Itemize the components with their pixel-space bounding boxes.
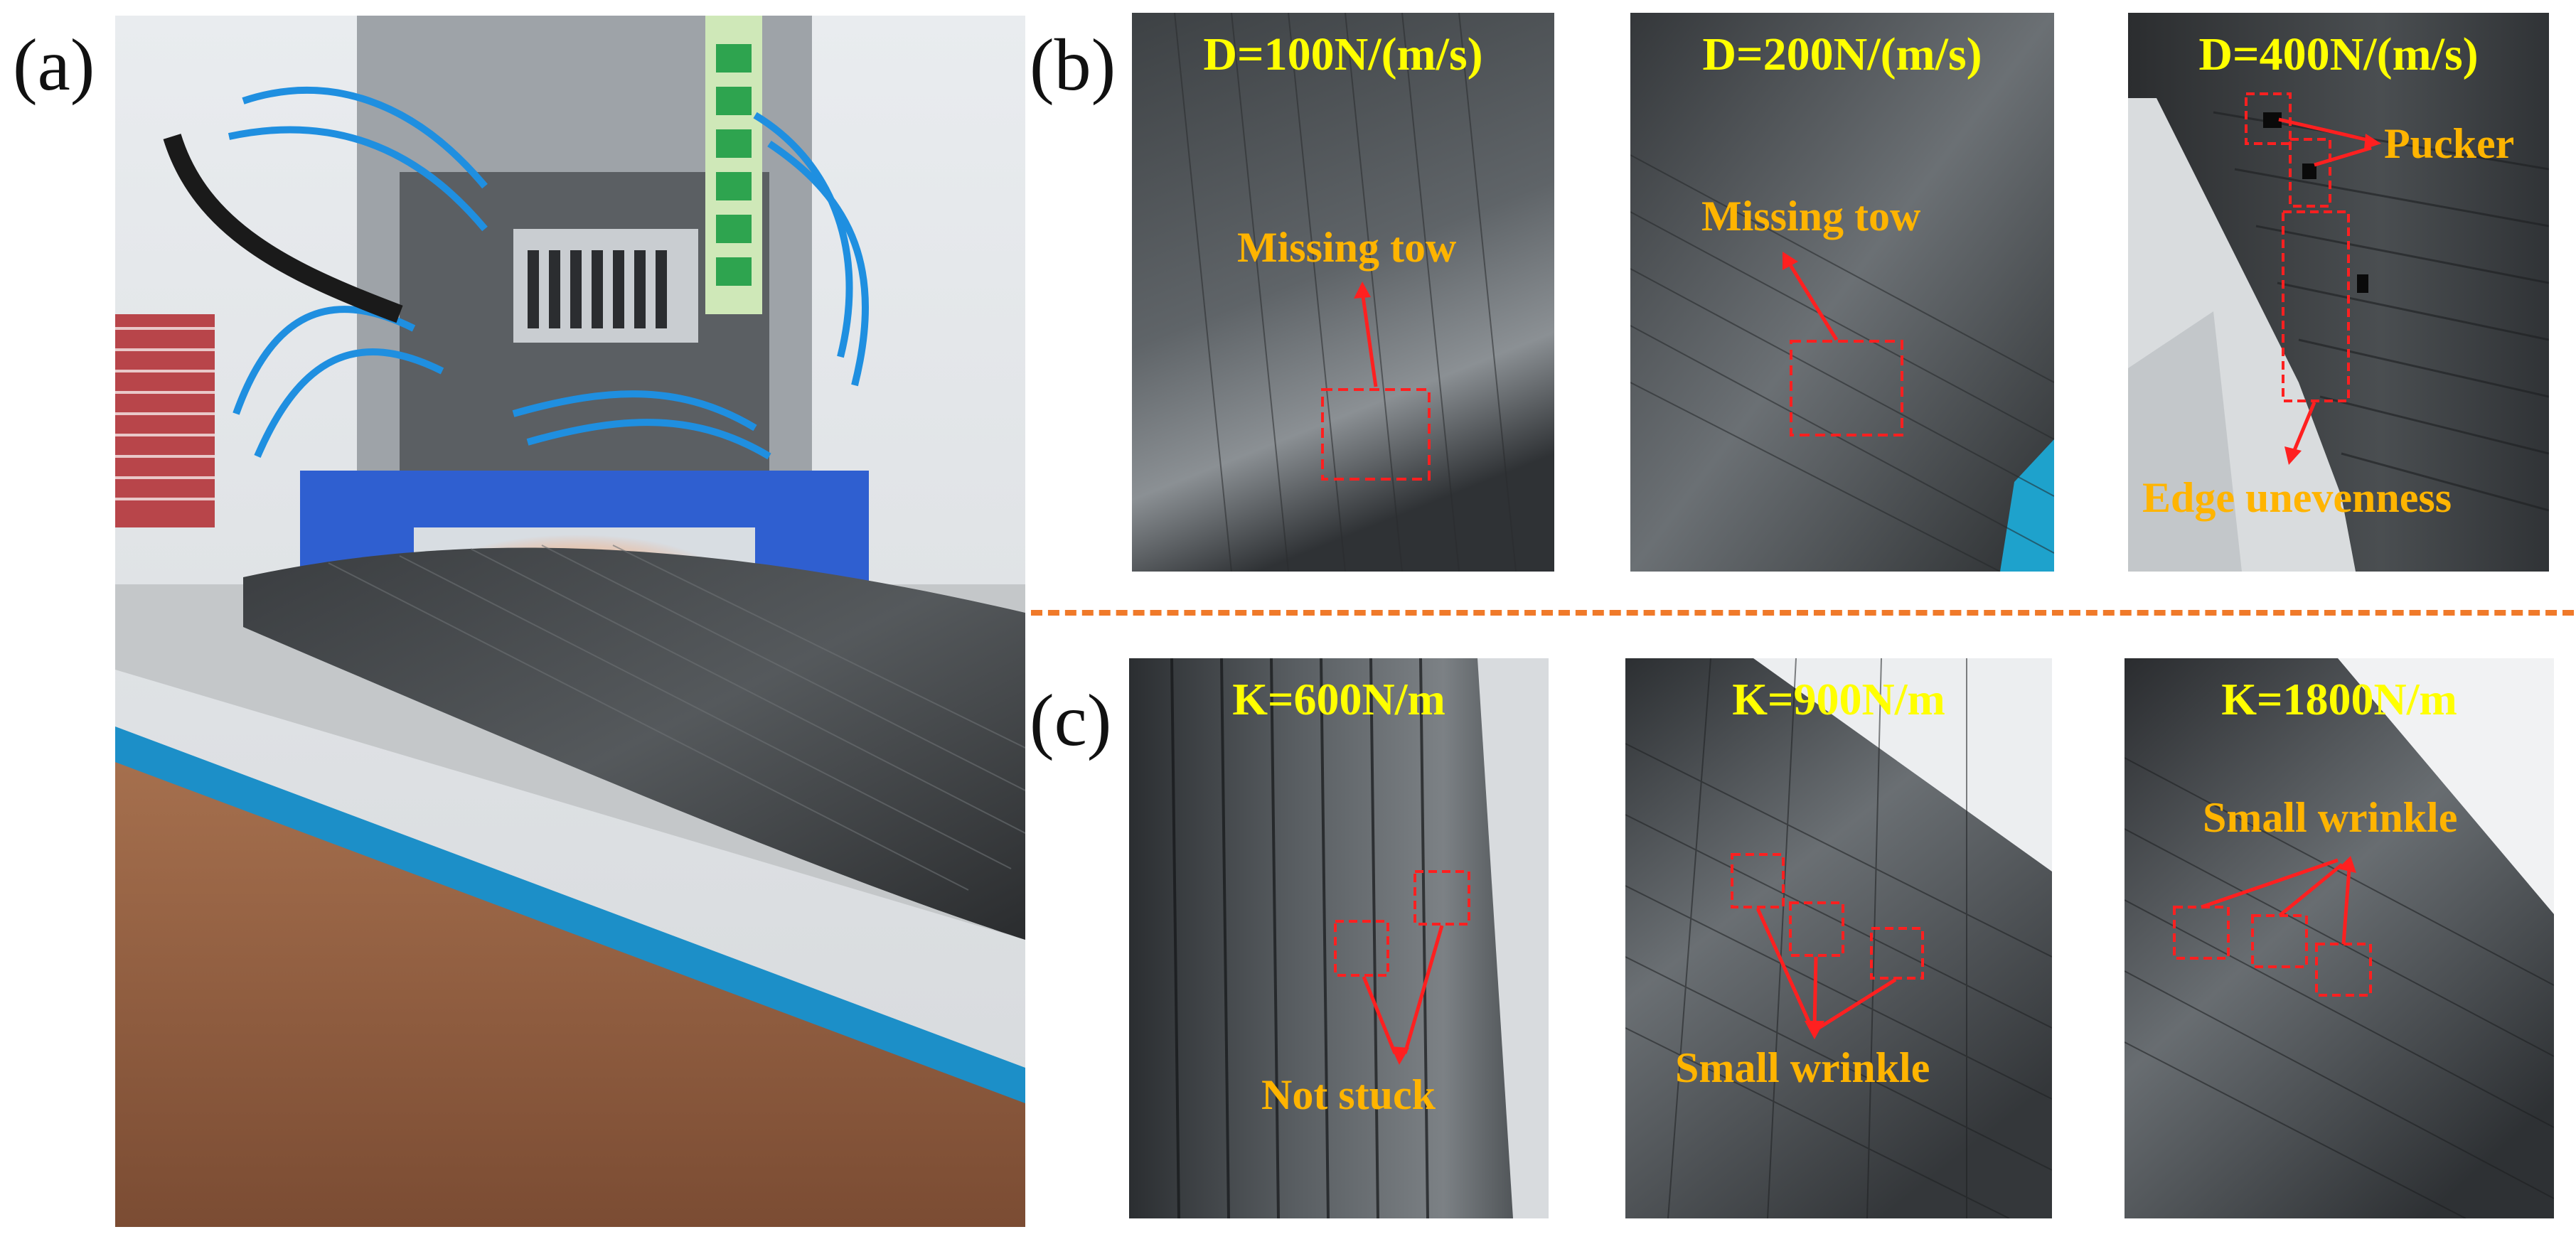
panel-b-image-1: D=100N/(m/s) Missing tow: [1132, 13, 1554, 572]
panel-b-letter: (b): [1030, 24, 1116, 106]
param-label-d200: D=200N/(m/s): [1702, 28, 1982, 80]
carbon-fiber-image: [1630, 13, 2054, 572]
param-label-k600: K=600N/m: [1232, 674, 1445, 724]
defect-label-missing-tow: Missing tow: [1701, 193, 1921, 240]
carbon-fiber-image: [1132, 13, 1554, 572]
panel-a-photo: [115, 16, 1025, 1227]
param-label-d100: D=100N/(m/s): [1203, 28, 1483, 80]
defect-label-small-wrinkle: Small wrinkle: [1675, 1044, 1930, 1091]
defect-label-pucker: Pucker: [2384, 120, 2515, 167]
param-label-d400: D=400N/(m/s): [2198, 28, 2479, 80]
defect-label-edge-unevenness: Edge unevenness: [2142, 474, 2452, 521]
panel-c-image-3: K=1800N/m Small wrinkle: [2125, 658, 2554, 1218]
panel-c-image-2: K=900N/m Small wrinkle: [1625, 658, 2052, 1218]
row-divider: [1031, 610, 2574, 616]
panel-c-image-1: K=600N/m Not stuck: [1129, 658, 1549, 1218]
panel-b-image-3: D=400N/(m/s) Pucker Edge unevenness: [2128, 13, 2549, 572]
panel-c-letter: (c): [1030, 680, 1112, 761]
carbon-fiber-image: [2125, 658, 2554, 1218]
panel-a-letter: (a): [13, 24, 95, 106]
param-label-k900: K=900N/m: [1732, 674, 1945, 724]
defect-label-not-stuck: Not stuck: [1261, 1071, 1436, 1118]
defect-label-missing-tow: Missing tow: [1237, 224, 1457, 271]
param-label-k1800: K=1800N/m: [2221, 674, 2457, 724]
robot-head-image: [115, 16, 1025, 1227]
defect-label-small-wrinkle: Small wrinkle: [2203, 794, 2458, 841]
carbon-fiber-image: [1129, 658, 1549, 1218]
carbon-fiber-image: [1625, 658, 2052, 1218]
panel-b-image-2: D=200N/(m/s) Missing tow: [1630, 13, 2054, 572]
